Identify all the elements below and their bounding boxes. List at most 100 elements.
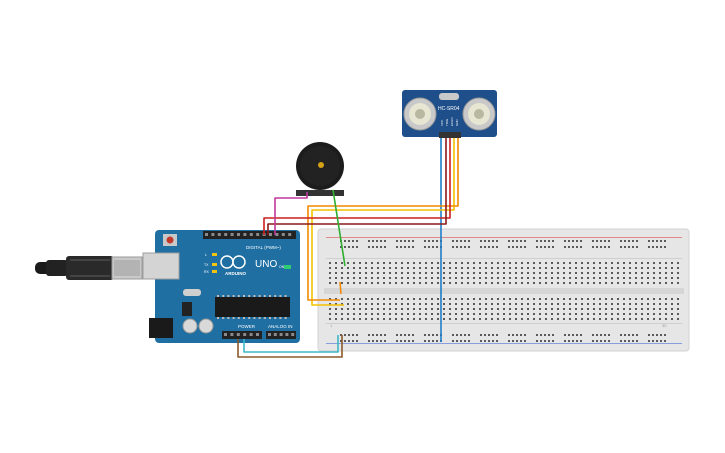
breadboard-hole[interactable] (539, 272, 541, 274)
breadboard-hole[interactable] (359, 277, 361, 279)
breadboard-rail-hole[interactable] (608, 340, 610, 342)
breadboard-hole[interactable] (593, 272, 595, 274)
chip-pin[interactable] (243, 295, 245, 297)
breadboard-hole[interactable] (587, 267, 589, 269)
breadboard-hole[interactable] (551, 308, 553, 310)
breadboard-hole[interactable] (359, 308, 361, 310)
breadboard-hole[interactable] (581, 272, 583, 274)
breadboard-rail-hole[interactable] (636, 240, 638, 242)
breadboard-rail-hole[interactable] (568, 240, 570, 242)
breadboard-rail-hole[interactable] (468, 246, 470, 248)
breadboard-hole[interactable] (347, 308, 349, 310)
breadboard[interactable]: 1 30 (317, 228, 690, 352)
breadboard-hole[interactable] (395, 267, 397, 269)
breadboard-rail-hole[interactable] (580, 340, 582, 342)
breadboard-hole[interactable] (359, 282, 361, 284)
breadboard-hole[interactable] (515, 303, 517, 305)
breadboard-hole[interactable] (431, 272, 433, 274)
analog-pin[interactable] (285, 333, 289, 336)
breadboard-hole[interactable] (545, 267, 547, 269)
breadboard-hole[interactable] (437, 303, 439, 305)
breadboard-hole[interactable] (485, 298, 487, 300)
breadboard-hole[interactable] (389, 318, 391, 320)
breadboard-hole[interactable] (395, 262, 397, 264)
breadboard-hole[interactable] (455, 308, 457, 310)
breadboard-rail-hole[interactable] (604, 246, 606, 248)
breadboard-hole[interactable] (587, 298, 589, 300)
breadboard-hole[interactable] (455, 318, 457, 320)
breadboard-hole[interactable] (383, 308, 385, 310)
breadboard-hole[interactable] (527, 308, 529, 310)
breadboard-rail-hole[interactable] (664, 340, 666, 342)
breadboard-hole[interactable] (467, 308, 469, 310)
breadboard-hole[interactable] (431, 282, 433, 284)
breadboard-hole[interactable] (635, 267, 637, 269)
breadboard-rail-hole[interactable] (552, 240, 554, 242)
breadboard-hole[interactable] (341, 318, 343, 320)
breadboard-hole[interactable] (473, 313, 475, 315)
breadboard-rail-hole[interactable] (396, 246, 398, 248)
breadboard-hole[interactable] (641, 282, 643, 284)
breadboard-hole[interactable] (575, 272, 577, 274)
digital-pin[interactable] (288, 233, 292, 236)
breadboard-rail-hole[interactable] (412, 334, 414, 336)
breadboard-rail-hole[interactable] (604, 340, 606, 342)
breadboard-hole[interactable] (665, 272, 667, 274)
breadboard-hole[interactable] (329, 303, 331, 305)
chip-pin[interactable] (237, 295, 240, 297)
breadboard-hole[interactable] (677, 282, 679, 284)
breadboard-hole[interactable] (413, 303, 415, 305)
breadboard-hole[interactable] (359, 298, 361, 300)
breadboard-rail-hole[interactable] (424, 340, 426, 342)
breadboard-rail-hole[interactable] (580, 240, 582, 242)
breadboard-hole[interactable] (497, 303, 499, 305)
digital-pin[interactable] (217, 233, 221, 236)
breadboard-rail-hole[interactable] (664, 334, 666, 336)
breadboard-hole[interactable] (383, 262, 385, 264)
breadboard-hole[interactable] (485, 308, 487, 310)
breadboard-rail-hole[interactable] (576, 240, 578, 242)
breadboard-hole[interactable] (353, 262, 355, 264)
breadboard-hole[interactable] (461, 298, 463, 300)
breadboard-rail-hole[interactable] (396, 334, 398, 336)
breadboard-hole[interactable] (449, 267, 451, 269)
breadboard-hole[interactable] (563, 303, 565, 305)
breadboard-rail-hole[interactable] (512, 334, 514, 336)
breadboard-hole[interactable] (635, 303, 637, 305)
breadboard-hole[interactable] (593, 298, 595, 300)
breadboard-rail-hole[interactable] (492, 340, 494, 342)
breadboard-hole[interactable] (443, 298, 445, 300)
breadboard-hole[interactable] (389, 272, 391, 274)
breadboard-hole[interactable] (473, 308, 475, 310)
breadboard-hole[interactable] (647, 318, 649, 320)
breadboard-hole[interactable] (563, 298, 565, 300)
breadboard-rail-hole[interactable] (652, 334, 654, 336)
breadboard-rail-hole[interactable] (580, 334, 582, 336)
breadboard-hole[interactable] (395, 282, 397, 284)
breadboard-hole[interactable] (371, 277, 373, 279)
breadboard-hole[interactable] (491, 262, 493, 264)
breadboard-hole[interactable] (647, 308, 649, 310)
breadboard-hole[interactable] (509, 318, 511, 320)
breadboard-hole[interactable] (533, 313, 535, 315)
breadboard-hole[interactable] (593, 282, 595, 284)
breadboard-hole[interactable] (341, 282, 343, 284)
breadboard-rail-hole[interactable] (344, 334, 346, 336)
breadboard-hole[interactable] (671, 298, 673, 300)
breadboard-rail-hole[interactable] (432, 240, 434, 242)
breadboard-rail-hole[interactable] (372, 334, 374, 336)
breadboard-hole[interactable] (671, 267, 673, 269)
breadboard-hole[interactable] (497, 313, 499, 315)
breadboard-hole[interactable] (389, 303, 391, 305)
breadboard-hole[interactable] (515, 318, 517, 320)
breadboard-rail-hole[interactable] (400, 240, 402, 242)
breadboard-rail-hole[interactable] (652, 240, 654, 242)
breadboard-hole[interactable] (455, 267, 457, 269)
breadboard-hole[interactable] (353, 318, 355, 320)
breadboard-hole[interactable] (653, 267, 655, 269)
breadboard-hole[interactable] (413, 267, 415, 269)
breadboard-hole[interactable] (575, 267, 577, 269)
breadboard-rail-hole[interactable] (552, 246, 554, 248)
breadboard-rail-hole[interactable] (516, 340, 518, 342)
breadboard-rail-hole[interactable] (596, 340, 598, 342)
